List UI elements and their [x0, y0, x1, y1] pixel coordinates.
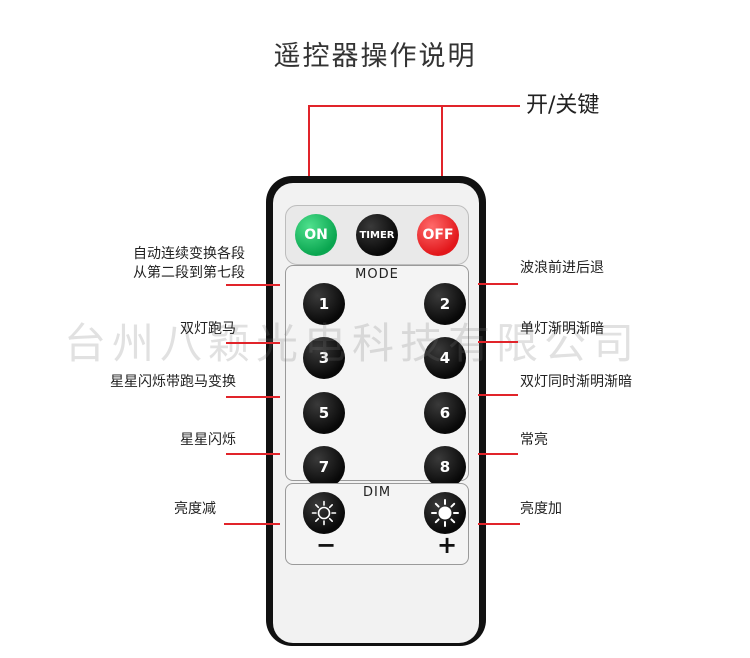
- on-button[interactable]: ON: [295, 214, 337, 256]
- sun-outline-icon: [311, 500, 337, 526]
- right-label-2: 单灯渐明渐暗: [520, 320, 604, 339]
- power-panel: ON TIMER OFF: [285, 205, 469, 265]
- right-pointer-5: [478, 523, 520, 525]
- left-pointer-4: [226, 453, 280, 455]
- minus-sign: −: [316, 531, 336, 559]
- power-connector-top: [308, 105, 442, 107]
- off-button[interactable]: OFF: [417, 214, 459, 256]
- mode-title: MODE: [286, 267, 468, 282]
- left-label-3: 星星闪烁带跑马变换: [40, 373, 236, 392]
- left-label-4: 星星闪烁: [60, 431, 236, 450]
- mode-button-7-label: 7: [319, 458, 329, 476]
- left-pointer-3: [226, 396, 280, 398]
- mode-button-5-label: 5: [319, 404, 329, 422]
- left-label-2: 双灯跑马: [60, 320, 236, 339]
- left-label-1: 自动连续变换各段 从第二段到第七段: [60, 245, 245, 283]
- sun-filled-icon: [431, 499, 459, 527]
- left-pointer-5: [224, 523, 280, 525]
- mode-button-8-label: 8: [440, 458, 450, 476]
- right-label-1: 波浪前进后退: [520, 259, 604, 278]
- mode-button-8[interactable]: 8: [424, 446, 466, 488]
- on-button-label: ON: [304, 227, 328, 243]
- remote-control: ON TIMER OFF MODE 1 2 3 4 5 6 7 8 DIM: [266, 176, 486, 646]
- timer-button-label: TIMER: [359, 230, 394, 241]
- left-label-5: 亮度减: [60, 500, 216, 519]
- right-pointer-2: [478, 341, 518, 343]
- mode-button-7[interactable]: 7: [303, 446, 345, 488]
- right-pointer-4: [478, 453, 518, 455]
- mode-button-5[interactable]: 5: [303, 392, 345, 434]
- left-label-1-line-2: 从第二段到第七段: [60, 264, 245, 283]
- right-pointer-1: [478, 283, 518, 285]
- mode-button-6[interactable]: 6: [424, 392, 466, 434]
- power-connector-to-label: [442, 105, 520, 107]
- mode-button-6-label: 6: [440, 404, 450, 422]
- left-pointer-1: [226, 284, 280, 286]
- dim-panel: DIM: [285, 483, 469, 565]
- diagram-title: 遥控器操作说明: [0, 34, 750, 73]
- timer-button[interactable]: TIMER: [356, 214, 398, 256]
- mode-panel: MODE 1 2 3 4 5 6 7 8: [285, 265, 469, 481]
- brightness-down-button[interactable]: [303, 492, 345, 534]
- right-label-5: 亮度加: [520, 500, 562, 519]
- right-label-4: 常亮: [520, 431, 548, 450]
- left-label-1-line-1: 自动连续变换各段: [60, 245, 245, 264]
- power-key-label: 开/关键: [526, 96, 599, 115]
- remote-face: ON TIMER OFF MODE 1 2 3 4 5 6 7 8 DIM: [273, 183, 479, 643]
- left-pointer-2: [226, 342, 280, 344]
- off-button-label: OFF: [422, 227, 453, 243]
- right-pointer-3: [478, 394, 518, 396]
- plus-sign: +: [437, 531, 457, 559]
- brightness-up-button[interactable]: [424, 492, 466, 534]
- right-label-3: 双灯同时渐明渐暗: [520, 373, 632, 392]
